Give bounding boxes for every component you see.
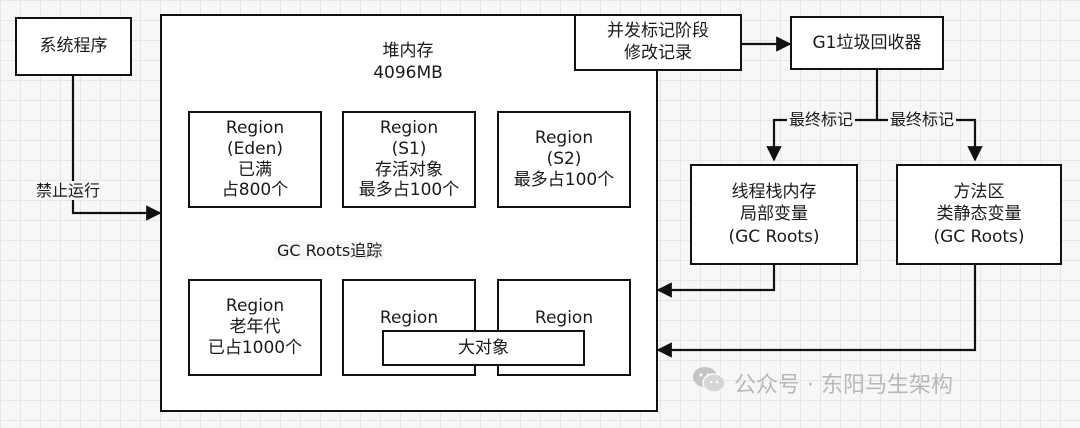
heap-title-label: 堆内存: [382, 41, 434, 61]
edge-label-final-mark-left: 最终标记: [787, 110, 856, 130]
region-eden-line-3: 已满: [238, 159, 272, 180]
region-eden-line-4: 占800个: [221, 180, 289, 201]
thread-stack-line-1: 线程栈内存: [731, 182, 817, 203]
region-s2-line-1: Region: [534, 128, 594, 149]
node-concurrent-mark-line-2: 修改记录: [624, 42, 692, 63]
region-old-line-2: 老年代: [229, 317, 281, 338]
edge-stack-to-heap: [656, 265, 776, 298]
region-old-line-3: 已占1000个: [207, 337, 303, 358]
region-s2-line-3: 最多占100个: [513, 169, 615, 190]
node-region-s1: Region (S1) 存活对象 最多占100个: [342, 111, 476, 208]
method-area-line-3: (GC Roots): [933, 226, 1025, 247]
node-g1-collector: G1垃圾回收器: [790, 16, 944, 70]
large-object-label: 大对象: [458, 337, 509, 358]
node-thread-stack: 线程栈内存 局部变量 (GC Roots): [690, 164, 858, 265]
region-s1-line-2: (S1): [391, 138, 427, 159]
edge-system-to-heap: [71, 76, 162, 221]
node-concurrent-mark: 并发标记阶段 修改记录: [574, 14, 742, 71]
heap-title: 堆内存 4096MB: [160, 40, 656, 84]
thread-stack-line-3: (GC Roots): [728, 226, 820, 247]
region-s1-line-1: Region: [379, 118, 439, 139]
edge-label-stop-running: 禁止运行: [34, 181, 103, 201]
node-concurrent-mark-line-1: 并发标记阶段: [607, 21, 709, 42]
region-eden-line-1: Region: [225, 118, 285, 139]
wechat-icon: [692, 366, 726, 400]
edge-label-gc-roots-trace: GC Roots追踪: [275, 241, 385, 261]
node-region-eden: Region (Eden) 已满 占800个: [188, 111, 322, 208]
region-large-a-label: Region: [379, 308, 439, 328]
watermark-text: 公众号 · 东阳马生架构: [734, 373, 953, 398]
node-system-program-label: 系统程序: [39, 36, 108, 57]
region-old-line-1: Region: [225, 296, 285, 317]
node-method-area: 方法区 类静态变量 (GC Roots): [896, 164, 1062, 265]
node-large-object: 大对象: [382, 330, 585, 366]
node-system-program: 系统程序: [15, 17, 132, 76]
method-area-line-1: 方法区: [953, 182, 1005, 203]
method-area-line-2: 类静态变量: [936, 204, 1022, 225]
node-region-old: Region 老年代 已占1000个: [188, 279, 322, 376]
region-s2-line-2: (S2): [546, 149, 582, 170]
watermark: 公众号 · 东阳马生架构: [692, 366, 953, 400]
region-large-b-label: Region: [534, 308, 594, 328]
node-region-s2: Region (S2) 最多占100个: [497, 111, 631, 208]
heap-size-label: 4096MB: [373, 63, 443, 84]
edge-label-final-mark-right: 最终标记: [888, 110, 957, 130]
thread-stack-line-2: 局部变量: [740, 204, 808, 225]
region-s1-line-3: 存活对象: [375, 159, 443, 180]
region-s1-line-4: 最多占100个: [358, 180, 460, 201]
edge-method-area-to-heap: [656, 265, 977, 358]
node-g1-collector-label: G1垃圾回收器: [812, 32, 922, 53]
region-eden-line-2: (Eden): [226, 138, 284, 159]
